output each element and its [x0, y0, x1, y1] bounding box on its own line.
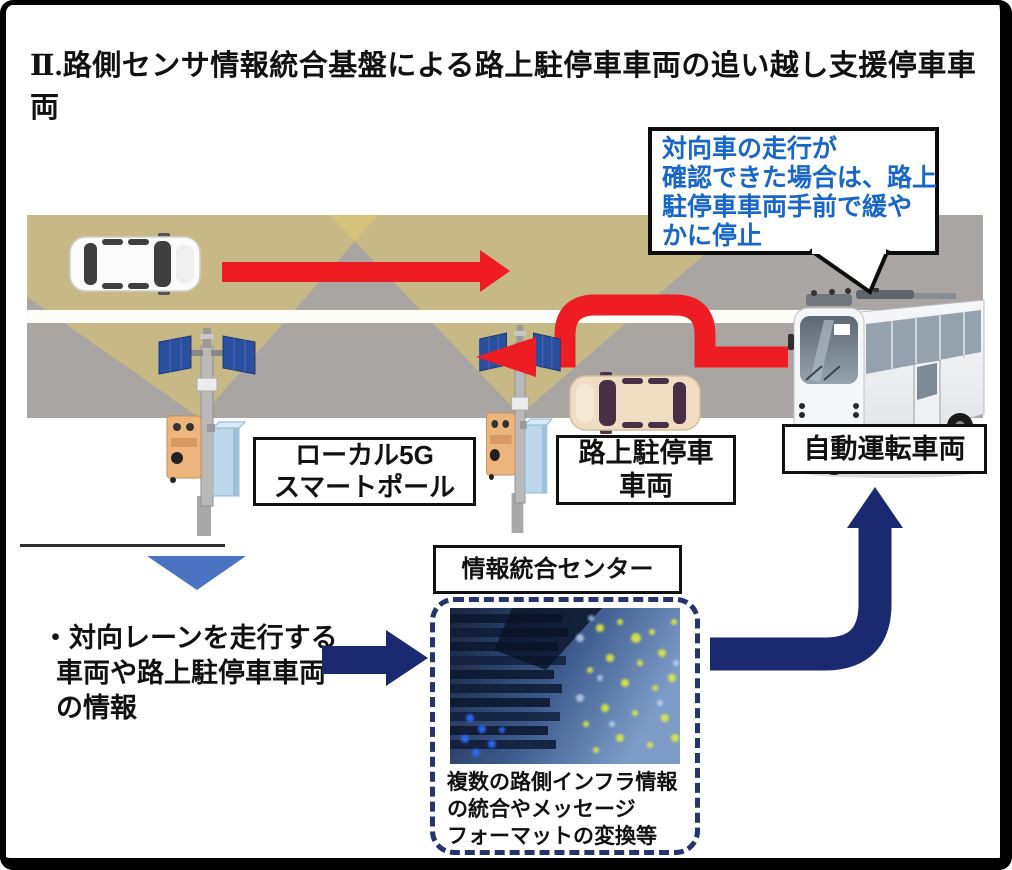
lane-divider-line: [27, 310, 983, 323]
oncoming-car-illustration: [69, 233, 201, 295]
page-title: Ⅱ.路側センサ情報統合基盤による路上駐停車車両の追い越し支援停車車両: [30, 50, 977, 124]
autonomous-bus-illustration: [788, 288, 985, 478]
server-room-image: [450, 608, 680, 764]
bubble-line: 確認できた場合は、路上: [662, 164, 938, 192]
left-note: ・対向レーンを走行する 車両や路上駐停車車両 の情報: [42, 623, 338, 723]
red-overtake-arrowhead-icon: [476, 337, 536, 377]
speech-bubble-tail: [808, 248, 890, 296]
bubble-line: 対向車の走行が: [662, 135, 838, 163]
speech-bubble: 対向車の走行が 確認できた場合は、路上 駐停車車両手前で緩や かに停止: [648, 127, 939, 255]
red-forward-arrow-icon: [222, 250, 510, 292]
label-parked-vehicle: 路上駐停車 車両: [556, 435, 736, 505]
bubble-line: かに停止: [662, 222, 763, 250]
red-overtake-arrow-icon: [540, 294, 788, 368]
info-center-caption: 複数の路側インフラ情報 の統合やメッセージ フォーマットの変換等: [447, 771, 678, 848]
flow-arrow-right-icon: [322, 630, 428, 686]
parked-car-illustration: [569, 372, 701, 434]
bubble-line: 駐停車車両手前で緩や: [662, 193, 913, 221]
scene-edge-line: [20, 544, 225, 547]
flow-arrow-up-icon: [710, 487, 903, 671]
label-local5g-smart-pole: ローカル5G スマートポール: [253, 437, 476, 506]
down-triangle-icon: [147, 556, 246, 590]
label-info-integration-center: 情報統合センター: [433, 545, 682, 594]
smart-pole-illustration: [158, 328, 256, 536]
label-autonomous-vehicle: 自動運転車両: [782, 424, 987, 474]
